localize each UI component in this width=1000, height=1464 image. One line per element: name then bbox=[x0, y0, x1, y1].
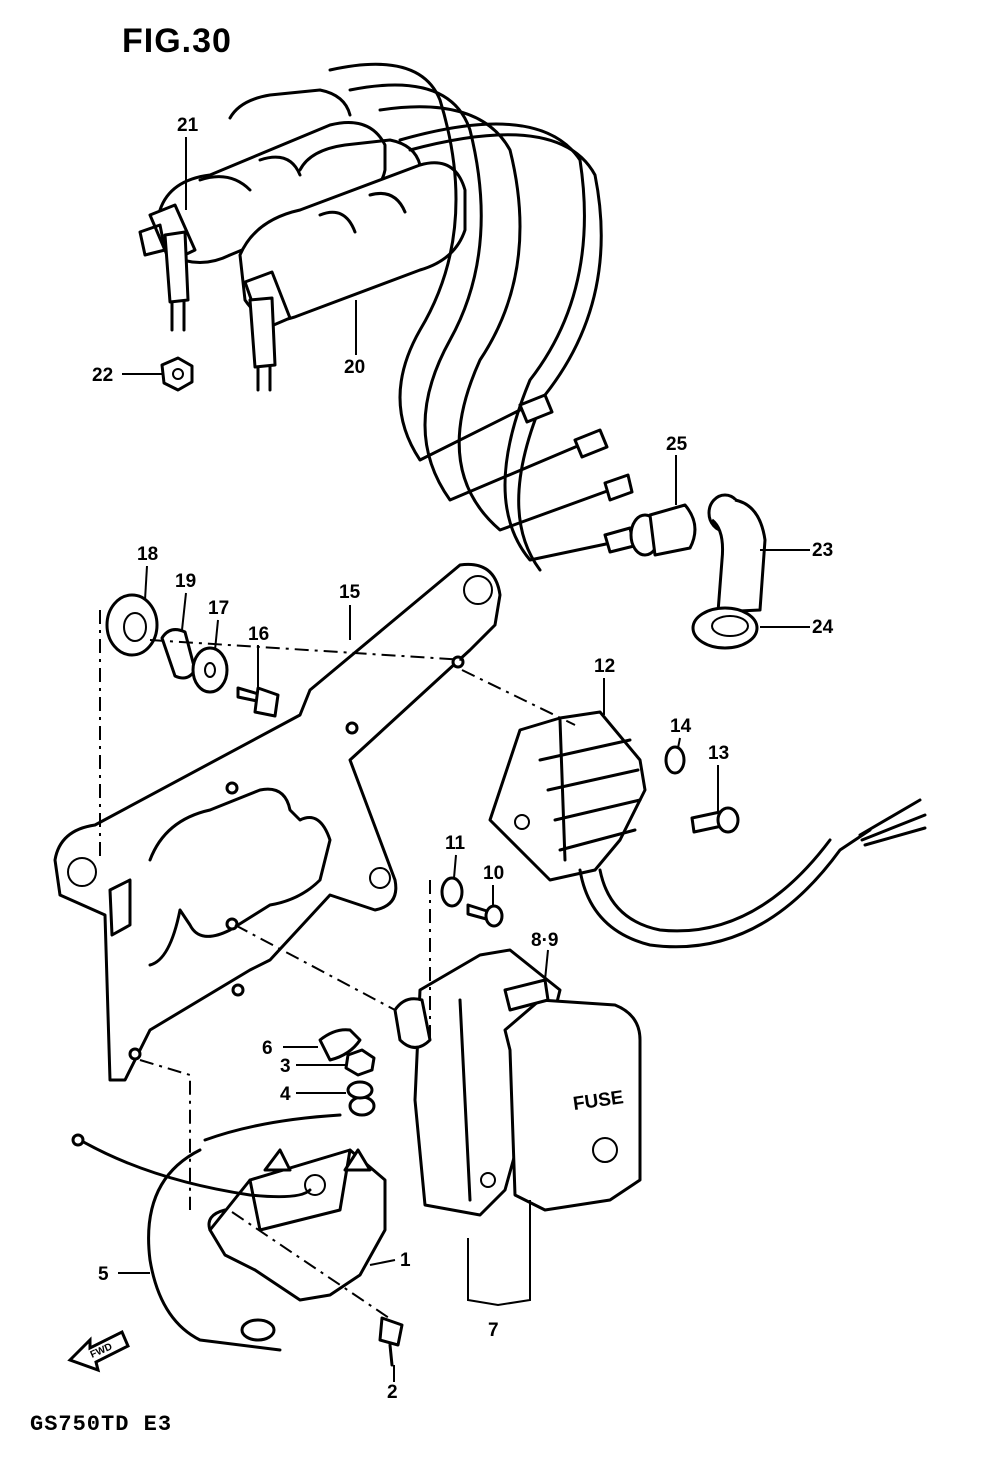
callout-20: 20 bbox=[344, 357, 365, 378]
bolt-13 bbox=[690, 806, 740, 834]
callout-21: 21 bbox=[177, 115, 199, 136]
terminal-cap-6 bbox=[318, 1028, 362, 1062]
washer-17 bbox=[191, 646, 229, 694]
callout-15: 15 bbox=[339, 582, 361, 603]
nut-3 bbox=[344, 1048, 376, 1077]
starter-relay-1 bbox=[207, 1148, 387, 1302]
callout-7: 7 bbox=[488, 1320, 499, 1341]
washer-4 bbox=[346, 1080, 374, 1100]
bolt-2 bbox=[378, 1316, 404, 1367]
model-code: GS750TD E3 bbox=[30, 1412, 173, 1437]
callout-4: 4 bbox=[280, 1084, 291, 1105]
assembly-lines bbox=[99, 610, 576, 1321]
callout-22: 22 bbox=[92, 365, 113, 386]
regulator-rectifier-12 bbox=[488, 710, 927, 949]
grommet-18 bbox=[105, 593, 159, 657]
callout-8-9: 8·9 bbox=[531, 930, 558, 951]
callout-17: 17 bbox=[208, 598, 229, 619]
callout-5: 5 bbox=[98, 1264, 109, 1285]
callout-18: 18 bbox=[137, 544, 158, 565]
callout-14: 14 bbox=[670, 716, 692, 737]
callout-6: 6 bbox=[262, 1038, 273, 1059]
callout-2: 2 bbox=[387, 1382, 398, 1403]
ignition-coil-20 bbox=[238, 138, 467, 392]
seal-24 bbox=[691, 606, 759, 650]
washer-14 bbox=[664, 745, 686, 775]
forward-arrow-icon: FWD bbox=[67, 1329, 130, 1373]
callout-12: 12 bbox=[594, 656, 615, 677]
plug-cap-23 bbox=[707, 493, 767, 614]
bolt-10 bbox=[466, 903, 504, 928]
nut-22 bbox=[160, 356, 194, 392]
washer-11 bbox=[440, 876, 464, 908]
callout-1: 1 bbox=[400, 1250, 411, 1271]
figure-title: FIG.30 bbox=[122, 22, 232, 60]
collar-19 bbox=[160, 628, 197, 680]
callout-11: 11 bbox=[445, 833, 466, 854]
callout-24: 24 bbox=[812, 617, 834, 638]
callout-10: 10 bbox=[483, 863, 504, 884]
callout-25: 25 bbox=[666, 434, 688, 455]
mounting-bracket-15 bbox=[53, 562, 502, 1082]
callout-3: 3 bbox=[280, 1056, 291, 1077]
callout-19: 19 bbox=[175, 571, 196, 592]
callout-16: 16 bbox=[248, 624, 269, 645]
callout-leaders bbox=[118, 137, 810, 1382]
fuse-box-7 bbox=[393, 948, 642, 1217]
callout-23: 23 bbox=[812, 540, 833, 561]
high-tension-leads bbox=[328, 62, 636, 572]
lead-wire-5 bbox=[71, 1133, 312, 1352]
callout-13: 13 bbox=[708, 743, 729, 764]
ignition-coil-21 bbox=[138, 88, 387, 332]
bolt-16 bbox=[236, 686, 280, 718]
grommet-25 bbox=[629, 503, 697, 557]
